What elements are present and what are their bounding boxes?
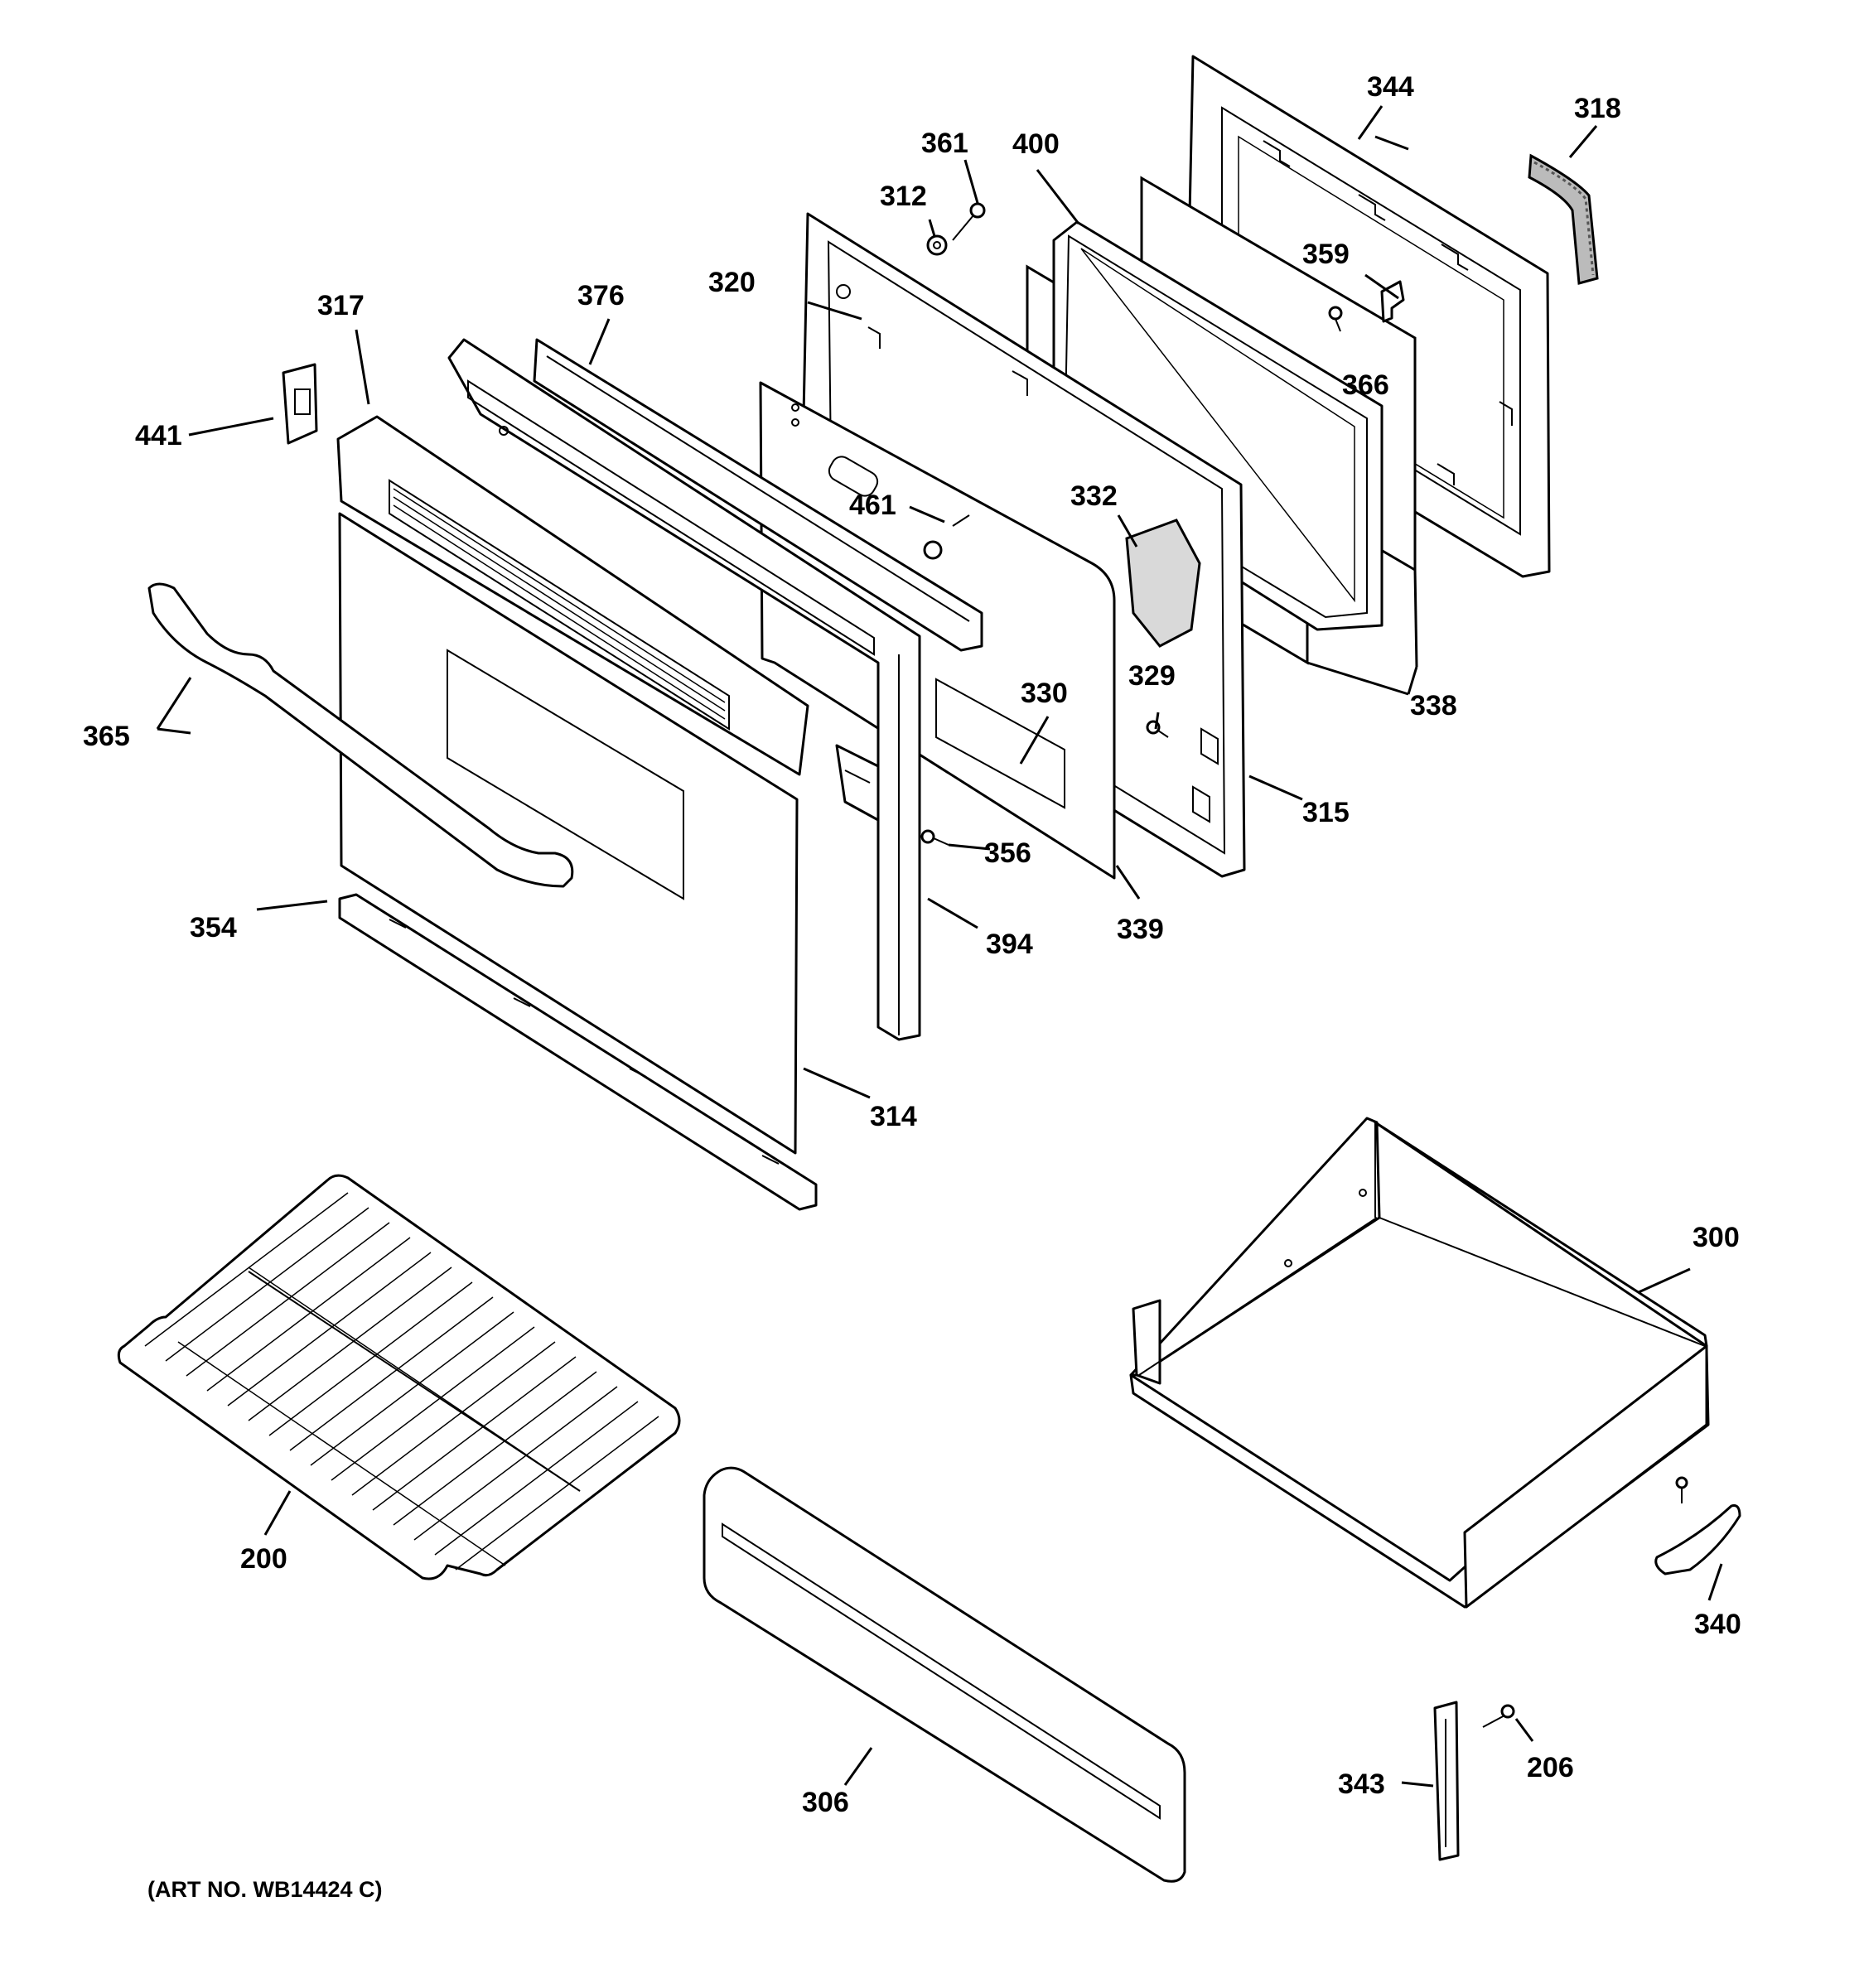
label-354: 356 xyxy=(984,837,1031,869)
label-441: 441 xyxy=(135,420,182,451)
label-306: 306 xyxy=(802,1787,849,1818)
part-359-door-bottom-trim xyxy=(338,893,818,1211)
part-354-screw xyxy=(920,829,949,846)
label-339: 339 xyxy=(1117,914,1164,945)
label-318: 318 xyxy=(1574,93,1621,124)
part-366-screw xyxy=(1328,306,1343,332)
label-394: 394 xyxy=(986,929,1033,960)
label-366: 366 xyxy=(1342,369,1389,401)
label-320: 320 xyxy=(708,267,756,298)
label-359: 354 xyxy=(190,912,237,943)
part-441-badge xyxy=(282,363,318,445)
art-number-caption: (ART NO. WB14424 C) xyxy=(147,1877,383,1902)
label-332: 332 xyxy=(1070,480,1118,512)
label-200: 200 xyxy=(240,1543,287,1575)
label-329: 329 xyxy=(1128,660,1176,692)
label-206: 206 xyxy=(1527,1752,1574,1783)
label-312: 312 xyxy=(880,181,927,212)
label-338: 338 xyxy=(1410,690,1457,721)
label-343: 340 xyxy=(1694,1609,1741,1640)
label-361: 361 xyxy=(921,128,968,159)
label-356: 359 xyxy=(1302,239,1350,270)
label-317: 317 xyxy=(317,290,365,321)
label-315: 315 xyxy=(1302,797,1350,828)
label-300: 300 xyxy=(1693,1222,1740,1253)
part-306-drawer-front-panel xyxy=(703,1466,1186,1883)
label-330: 330 xyxy=(1021,678,1068,709)
part-300-storage-drawer xyxy=(1129,1117,1710,1609)
part-317-door-vent-top xyxy=(336,415,809,776)
label-314: 314 xyxy=(870,1101,917,1132)
part-365-door-handle xyxy=(147,582,574,888)
part-312-washer xyxy=(926,234,948,256)
label-344: 343 xyxy=(1338,1768,1385,1800)
part-200-oven-rack xyxy=(117,1174,681,1580)
part-206-screw xyxy=(1482,1704,1515,1728)
label-365: 365 xyxy=(83,721,130,752)
label-461: 461 xyxy=(849,490,896,521)
leader-lines xyxy=(156,105,1723,1788)
part-376-door-trim xyxy=(533,338,983,652)
part-332-door-insulation xyxy=(1125,519,1201,648)
door-hinge-bracket xyxy=(835,744,880,822)
part-394-door-frame xyxy=(447,338,921,1041)
part-344-drawer-slide xyxy=(1433,1701,1460,1861)
part-318-door-gasket xyxy=(1528,153,1599,285)
part-461-screw xyxy=(923,514,970,560)
part-343-drawer-glide xyxy=(1654,1476,1741,1575)
label-400: 400 xyxy=(1012,128,1060,160)
label-340: 344 xyxy=(1367,71,1414,103)
part-361-screw xyxy=(952,202,986,241)
part-330-door-window-insulation xyxy=(935,678,1065,809)
label-376: 376 xyxy=(577,280,625,311)
